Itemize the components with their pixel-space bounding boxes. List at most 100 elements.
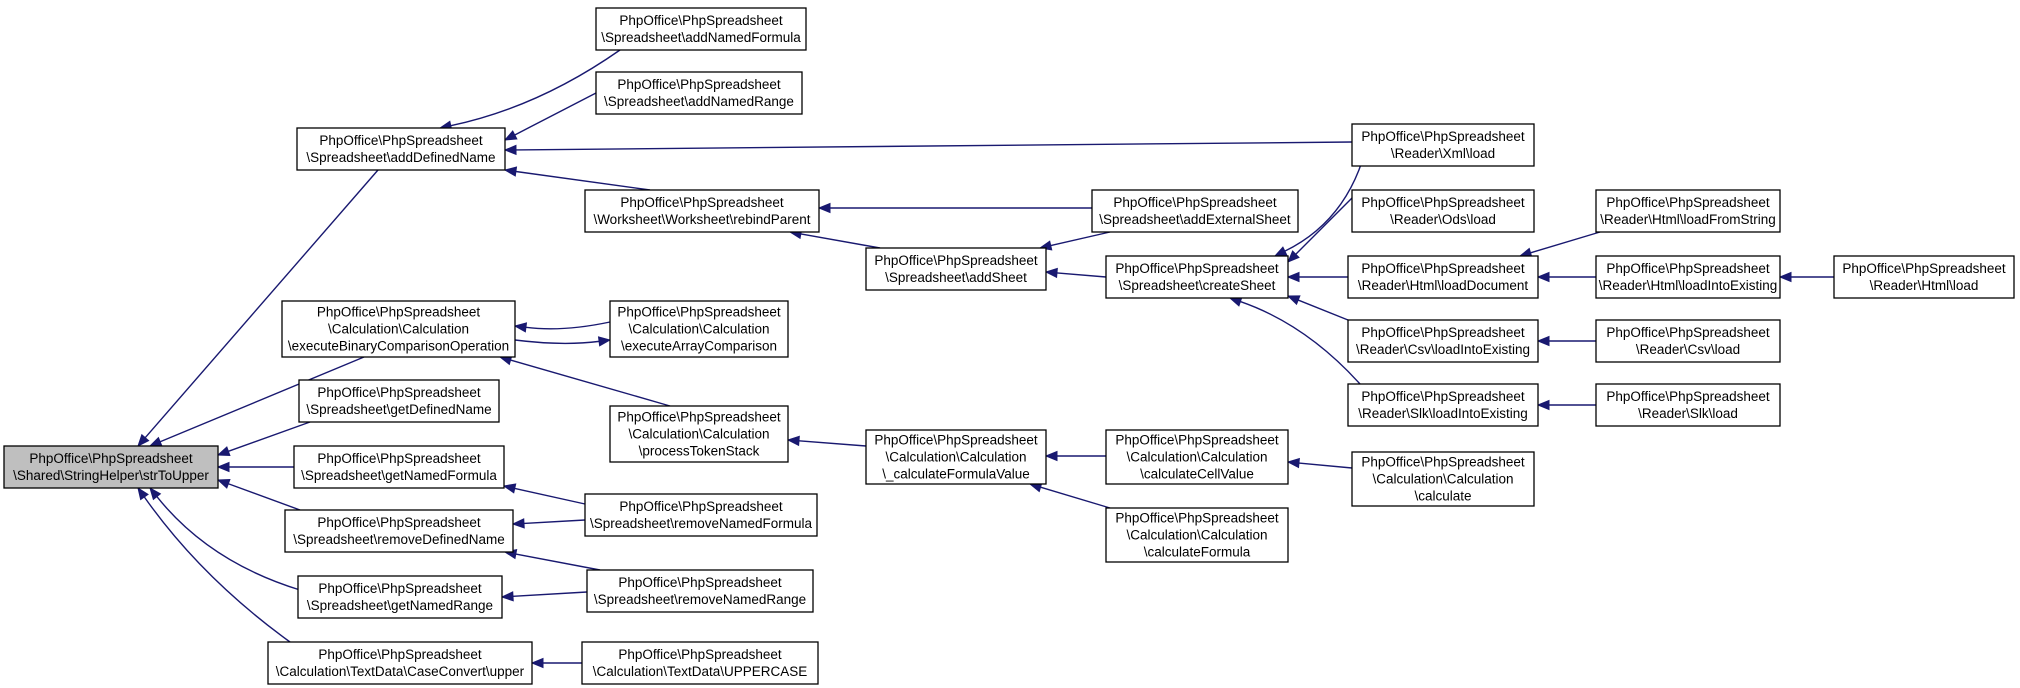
node-label-line: \Calculation\Calculation	[1126, 528, 1267, 543]
node-box	[3, 445, 219, 489]
edge-line	[514, 339, 600, 345]
edge-line	[510, 359, 671, 407]
node-label-line: PhpOffice\PhpSpreadsheet	[620, 195, 784, 210]
node-getNamedFormula[interactable]: PhpOffice\PhpSpreadsheet\Spreadsheet\get…	[293, 445, 505, 489]
node-calculateFormula[interactable]: PhpOffice\PhpSpreadsheet\Calculation\Cal…	[1105, 507, 1289, 563]
node-label-line: \Reader\Html\load	[1870, 278, 1979, 293]
edge-slkLoadIntoExisting-to-createSheet	[1228, 296, 1361, 385]
edge-arrowhead	[137, 486, 149, 501]
node-slkLoad[interactable]: PhpOffice\PhpSpreadsheet\Reader\Slk\load	[1595, 383, 1781, 427]
node-addNamedRange[interactable]: PhpOffice\PhpSpreadsheet\Spreadsheet\add…	[595, 71, 803, 115]
node-box	[267, 641, 533, 685]
edge-arrowhead	[1286, 295, 1301, 306]
root-node-strToUpper[interactable]: PhpOffice\PhpSpreadsheet\Shared\StringHe…	[3, 445, 219, 489]
edge-arrowhead	[216, 461, 230, 473]
node-addSheet[interactable]: PhpOffice\PhpSpreadsheet \Spreadsheet\add…	[865, 247, 1047, 291]
node-label-line: PhpOffice\PhpSpreadsheet	[617, 77, 781, 92]
node-csvLoadIntoExisting[interactable]: PhpOffice\PhpSpreadsheet\Reader\Csv\load…	[1347, 319, 1539, 363]
edge-addNamedRange-to-addDefinedName	[503, 92, 597, 141]
node-execBinComp[interactable]: PhpOffice\PhpSpreadsheet\Calculation\Cal…	[281, 300, 516, 358]
node-box	[584, 189, 820, 233]
node-calculateCellValue[interactable]: PhpOffice\PhpSpreadsheet\Calculation\Cal…	[1105, 429, 1289, 485]
edge-arrowhead	[149, 486, 162, 501]
edge-line	[1056, 272, 1107, 278]
node-label-line: PhpOffice\PhpSpreadsheet	[317, 305, 481, 320]
node-label-line: \Calculation\TextData\UPPERCASE	[593, 664, 808, 679]
node-label-line: PhpOffice\PhpSpreadsheet	[874, 253, 1038, 268]
node-processTokenStack[interactable]: PhpOffice\PhpSpreadsheet\Calculation\Cal…	[609, 405, 789, 463]
edge-execBinComp-to-execArrayComp	[514, 336, 612, 347]
node-caseUpper[interactable]: PhpOffice\PhpSpreadsheet\Calculation\Tex…	[267, 641, 533, 685]
edge-line	[143, 496, 291, 643]
node-addNamedFormula[interactable]: PhpOffice\PhpSpreadsheet\Spreadsheet\add…	[595, 7, 807, 51]
edge-removeDefinedName-to-strToUpper	[216, 479, 301, 511]
node-label-line: \Spreadsheet\removeNamedFormula	[590, 516, 813, 531]
node-label-line: PhpOffice\PhpSpreadsheet	[318, 581, 482, 596]
node-getDefinedName[interactable]: PhpOffice\PhpSpreadsheet\Spreadsheet\get…	[298, 379, 500, 423]
node-getNamedRange[interactable]: PhpOffice\PhpSpreadsheet\Spreadsheet\get…	[297, 575, 503, 619]
node-calcFormulaValue[interactable]: PhpOffice\PhpSpreadsheet\Calculation\Cal…	[865, 429, 1047, 485]
node-label-line: PhpOffice\PhpSpreadsheet	[619, 13, 783, 28]
node-slkLoadIntoExisting[interactable]: PhpOffice\PhpSpreadsheet\Reader\Slk\load…	[1347, 383, 1539, 427]
node-box	[1595, 319, 1781, 363]
node-label-line: \Spreadsheet\addSheet	[885, 270, 1027, 285]
edge-line	[515, 170, 651, 191]
edge-xmlLoad-to-addDefinedName	[503, 141, 1353, 156]
node-uppercase[interactable]: PhpOffice\PhpSpreadsheet\Calculation\Tex…	[581, 641, 819, 685]
node-label-line: PhpOffice\PhpSpreadsheet	[1361, 389, 1525, 404]
node-htmlLoadDocument[interactable]: PhpOffice\PhpSpreadsheet\Reader\Html\loa…	[1347, 255, 1539, 299]
node-addExternalSheet[interactable]: PhpOffice\PhpSpreadsheet\Spreadsheet\add…	[1091, 189, 1299, 233]
node-label-line: \Reader\Xml\load	[1391, 146, 1495, 161]
node-box	[1351, 123, 1535, 167]
edge-csvLoadIntoExisting-to-createSheet	[1286, 295, 1349, 321]
node-addDefinedName[interactable]: PhpOffice\PhpSpreadsheet\Spreadsheet\add…	[296, 127, 506, 171]
node-odsLoad[interactable]: PhpOffice\PhpSpreadsheet\Reader\Ods\load	[1351, 189, 1535, 233]
edge-getNamedFormula-to-strToUpper	[216, 461, 295, 473]
node-htmlLoadIntoExisting[interactable]: PhpOffice\PhpSpreadsheet\Reader\Html\loa…	[1595, 255, 1781, 299]
node-label-line: PhpOffice\PhpSpreadsheet	[617, 305, 781, 320]
node-box	[1347, 319, 1539, 363]
node-box	[1105, 429, 1289, 485]
node-execArrayComp[interactable]: PhpOffice\PhpSpreadsheet\Calculation\Cal…	[609, 300, 789, 358]
node-box	[1595, 189, 1781, 233]
edge-calculateCellValue-to-calcFormulaValue	[1044, 450, 1106, 462]
edge-rebindParent-to-addDefinedName	[503, 166, 651, 191]
node-htmlLoad[interactable]: PhpOffice\PhpSpreadsheet\Reader\Html\loa…	[1833, 255, 2015, 299]
node-label-line: PhpOffice\PhpSpreadsheet	[618, 575, 782, 590]
edge-execBinComp-to-strToUpper	[148, 356, 365, 447]
node-label-line: PhpOffice\PhpSpreadsheet	[1361, 325, 1525, 340]
edge-arrowhead	[786, 435, 800, 447]
node-label-line: PhpOffice\PhpSpreadsheet	[1606, 195, 1770, 210]
node-removeDefinedName[interactable]: PhpOffice\PhpSpreadsheet\Spreadsheet\rem…	[284, 509, 514, 553]
node-label-line: \calculate	[1414, 489, 1471, 504]
node-label-line: \calculateCellValue	[1140, 467, 1254, 482]
node-label-line: PhpOffice\PhpSpreadsheet	[1115, 261, 1279, 276]
edge-arrowhead	[216, 479, 231, 489]
edge-line	[514, 487, 586, 505]
node-csvLoad[interactable]: PhpOffice\PhpSpreadsheet\Reader\Csv\load	[1595, 319, 1781, 363]
node-label-line: \executeBinaryComparisonOperation	[288, 339, 509, 354]
edge-line	[1050, 231, 1111, 247]
edge-arrowhead	[502, 483, 517, 494]
edge-arrowhead	[513, 322, 528, 333]
node-box	[1595, 383, 1781, 427]
node-box	[1351, 451, 1535, 507]
node-label-line: \Spreadsheet\addExternalSheet	[1099, 212, 1291, 227]
edge-arrowhead	[1287, 250, 1300, 263]
edge-line	[515, 553, 601, 571]
edge-processTokenStack-to-execBinComp	[498, 355, 671, 407]
node-createSheet[interactable]: PhpOffice\PhpSpreadsheet\Spreadsheet\cre…	[1105, 255, 1289, 299]
node-xmlLoad[interactable]: PhpOffice\PhpSpreadsheet\Reader\Xml\load	[1351, 123, 1535, 167]
node-htmlLoadFromString[interactable]: PhpOffice\PhpSpreadsheet\Reader\Html\loa…	[1595, 189, 1781, 233]
edge-arrowhead	[1286, 271, 1300, 283]
node-removeNamedFormula[interactable]: PhpOffice\PhpSpreadsheet\Spreadsheet\rem…	[584, 493, 818, 537]
node-label-line: PhpOffice\PhpSpreadsheet	[318, 647, 482, 662]
edge-line	[1297, 299, 1349, 321]
node-removeNamedRange[interactable]: PhpOffice\PhpSpreadsheet\Spreadsheet\rem…	[586, 569, 814, 613]
node-rebindParent[interactable]: PhpOffice\PhpSpreadsheet\Worksheet\Works…	[584, 189, 820, 233]
edge-arrowhead	[1286, 457, 1300, 469]
node-label-line: PhpOffice\PhpSpreadsheet	[1361, 455, 1525, 470]
node-calculate[interactable]: PhpOffice\PhpSpreadsheet\Calculation\Cal…	[1351, 451, 1535, 507]
edge-arrowhead	[530, 657, 544, 669]
edge-line	[228, 483, 301, 511]
